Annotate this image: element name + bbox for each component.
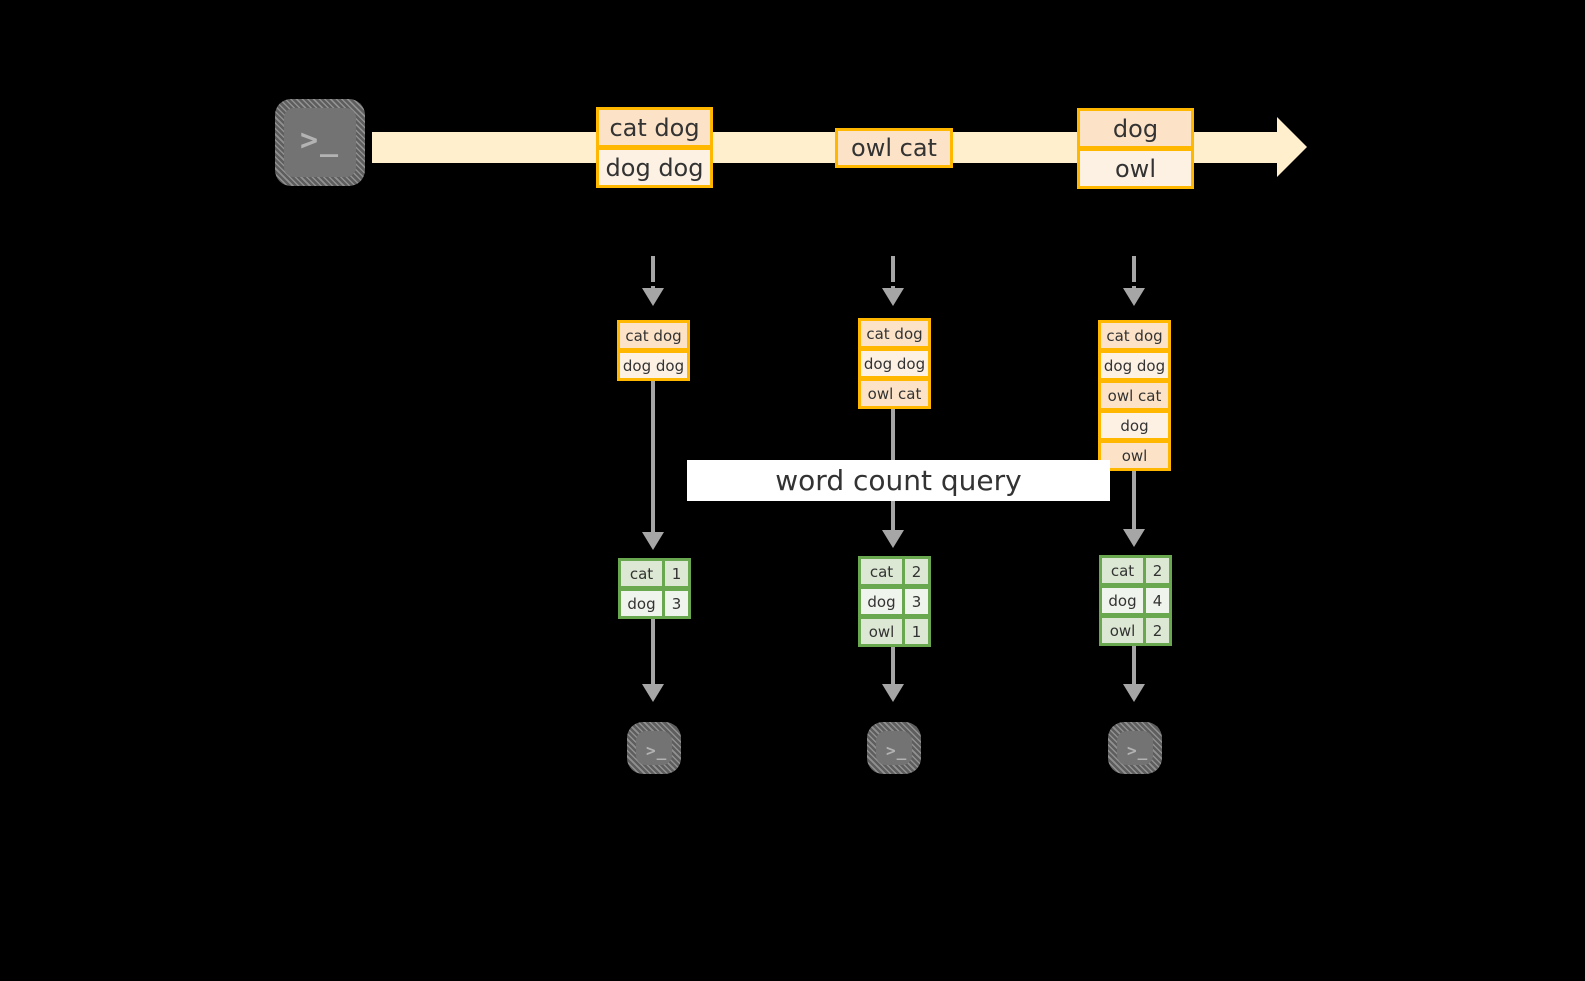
result-word-cell: dog <box>618 588 665 619</box>
snapshot-input-row: dog <box>1098 410 1171 441</box>
result-count-cell: 3 <box>662 588 691 619</box>
arrowhead-icon <box>882 530 904 548</box>
terminal-body <box>876 731 912 765</box>
result-count-cell: 4 <box>1143 585 1172 616</box>
dashed-connector <box>651 256 655 282</box>
terminal-prompt-glyph: >_ <box>1127 741 1149 760</box>
result-word-cell: cat <box>618 558 665 589</box>
sink-terminal-icon: >_ <box>1108 722 1162 774</box>
flow-connector <box>891 647 895 687</box>
snapshot-input-row: cat dog <box>617 320 690 351</box>
result-count-cell: 2 <box>902 556 931 587</box>
flow-connector <box>651 619 655 687</box>
snapshot-input-row: dog dog <box>1098 350 1171 381</box>
result-count-cell: 1 <box>662 558 691 589</box>
result-count-cell: 2 <box>1143 615 1172 646</box>
stream-arrowhead <box>1277 117 1307 177</box>
flow-connector <box>1132 646 1136 687</box>
arrowhead-icon <box>642 684 664 702</box>
snapshot-input-row: dog dog <box>858 348 931 379</box>
result-word-cell: dog <box>858 586 905 617</box>
flow-connector <box>1132 471 1136 532</box>
result-count-cell: 1 <box>902 616 931 647</box>
snapshot-input-row: owl <box>1098 440 1171 471</box>
result-word-cell: owl <box>1099 615 1146 646</box>
query-label: word count query <box>687 460 1110 501</box>
result-word-cell: cat <box>858 556 905 587</box>
result-word-cell: owl <box>858 616 905 647</box>
snapshot-input-row: dog dog <box>617 350 690 381</box>
result-count-cell: 2 <box>1143 555 1172 586</box>
result-word-cell: dog <box>1099 585 1146 616</box>
result-word-cell: cat <box>1099 555 1146 586</box>
stream-record: dog dog <box>596 147 713 188</box>
arrowhead-icon <box>1123 684 1145 702</box>
terminal-body <box>284 108 356 177</box>
snapshot-input-row: owl cat <box>858 378 931 409</box>
terminal-prompt-glyph: >_ <box>646 741 668 760</box>
stream-record: owl <box>1077 148 1194 189</box>
stream-record: dog <box>1077 108 1194 149</box>
terminal-body <box>636 731 672 765</box>
terminal-prompt-glyph: >_ <box>886 741 908 760</box>
arrowhead-icon <box>882 684 904 702</box>
arrowhead-icon <box>642 532 664 550</box>
dashed-connector <box>891 256 895 282</box>
sink-terminal-icon: >_ <box>627 722 681 774</box>
arrowhead-icon <box>1123 288 1145 306</box>
source-terminal-icon: >_ <box>275 99 365 186</box>
terminal-body <box>1117 731 1153 765</box>
sink-terminal-icon: >_ <box>867 722 921 774</box>
arrowhead-icon <box>882 288 904 306</box>
result-count-cell: 3 <box>902 586 931 617</box>
terminal-prompt-glyph: >_ <box>300 123 341 158</box>
snapshot-input-row: owl cat <box>1098 380 1171 411</box>
arrowhead-icon <box>642 288 664 306</box>
dashed-connector <box>1132 256 1136 282</box>
stream-record: cat dog <box>596 107 713 148</box>
snapshot-input-row: cat dog <box>1098 320 1171 351</box>
snapshot-input-row: cat dog <box>858 318 931 349</box>
arrowhead-icon <box>1123 529 1145 547</box>
stream-record: owl cat <box>835 128 953 168</box>
flow-connector <box>651 381 655 535</box>
